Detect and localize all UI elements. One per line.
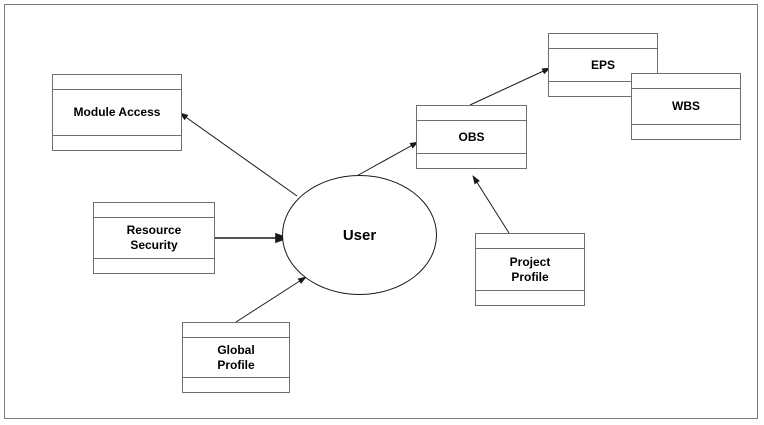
node-header-strip-obs bbox=[417, 106, 526, 121]
node-footer-strip-eps bbox=[549, 81, 657, 96]
node-header-strip-global-profile bbox=[183, 323, 289, 338]
node-header-strip-wbs bbox=[632, 74, 740, 89]
node-label-user: User bbox=[342, 226, 377, 244]
node-footer-strip-obs bbox=[417, 153, 526, 168]
node-label-module-access: Module Access bbox=[53, 90, 181, 135]
node-footer-strip-wbs bbox=[632, 124, 740, 139]
node-user[interactable]: User bbox=[282, 175, 437, 295]
node-footer-strip-module-access bbox=[53, 135, 181, 150]
node-header-strip-project-profile bbox=[476, 234, 584, 249]
node-header-strip-module-access bbox=[53, 75, 181, 90]
node-module-access[interactable]: Module Access bbox=[52, 74, 182, 151]
node-obs[interactable]: OBS bbox=[416, 105, 527, 169]
node-label-obs: OBS bbox=[417, 121, 526, 153]
node-header-strip-resource-security bbox=[94, 203, 214, 218]
node-header-strip-eps bbox=[549, 34, 657, 49]
node-footer-strip-project-profile bbox=[476, 290, 584, 305]
node-footer-strip-global-profile bbox=[183, 377, 289, 392]
node-footer-strip-resource-security bbox=[94, 258, 214, 273]
node-wbs[interactable]: WBS bbox=[631, 73, 741, 140]
node-label-wbs: WBS bbox=[632, 89, 740, 124]
